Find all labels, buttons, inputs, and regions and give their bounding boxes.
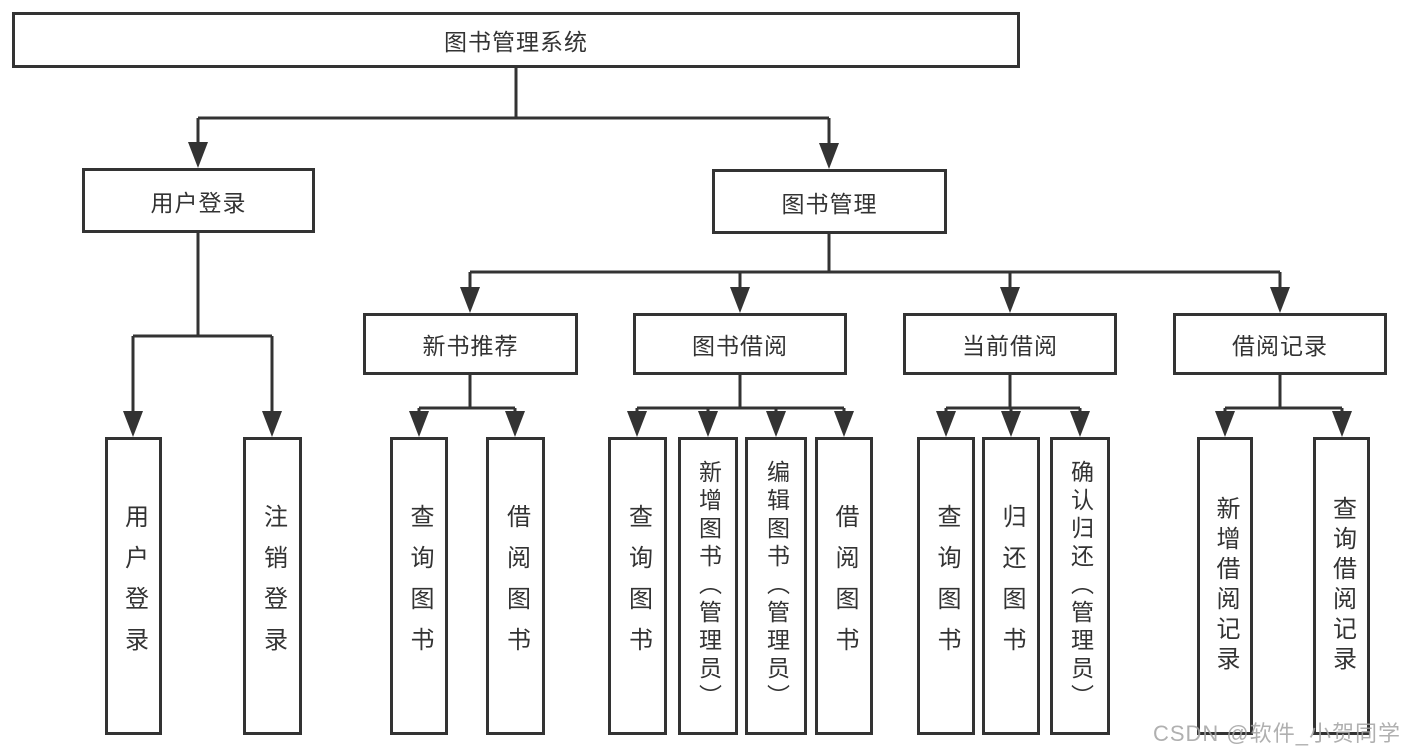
arrowhead <box>819 143 839 169</box>
node-current-borrow: 当前借阅 <box>903 313 1117 375</box>
node-label: 新增借阅记录 <box>1212 496 1239 676</box>
node-label: 用户登录 <box>120 504 148 668</box>
arrowhead <box>262 411 282 437</box>
arrowhead <box>188 142 208 168</box>
node-add-books-admin: 新增图书（管理员） <box>678 437 738 735</box>
node-label: 借阅图书 <box>831 504 858 668</box>
node-label: 借阅图书 <box>502 504 530 668</box>
node-label: 用户登录 <box>150 189 247 216</box>
node-label: 借阅记录 <box>1232 333 1328 359</box>
node-label: 归还图书 <box>998 504 1025 668</box>
arrowhead <box>627 411 647 437</box>
node-add-borrow-record: 新增借阅记录 <box>1197 437 1253 735</box>
node-return-books: 归还图书 <box>982 437 1040 735</box>
node-label: 编辑图书（管理员） <box>763 460 790 712</box>
node-book-borrow: 图书借阅 <box>633 313 847 375</box>
node-label: 查询图书 <box>406 504 433 668</box>
node-label: 图书管理 <box>781 190 878 217</box>
arrowhead <box>1000 287 1020 313</box>
node-label: 当前借阅 <box>962 333 1058 359</box>
node-user-login-branch: 用户登录 <box>82 168 315 233</box>
node-query-books-3: 查询图书 <box>917 437 975 735</box>
node-query-books-2: 查询图书 <box>608 437 667 735</box>
node-query-books-1: 查询图书 <box>390 437 448 735</box>
node-library-management-system: 图书管理系统 <box>12 12 1020 68</box>
arrowhead <box>698 411 718 437</box>
arrowhead <box>1070 411 1090 437</box>
node-query-borrow-record: 查询借阅记录 <box>1313 437 1370 735</box>
node-label: 查询图书 <box>624 504 652 668</box>
node-logout-leaf: 注销登录 <box>243 437 302 735</box>
connector-borrow-record-children <box>1215 375 1352 437</box>
connector-book-management-to-level3 <box>460 234 1290 313</box>
node-new-book-recommend: 新书推荐 <box>363 313 578 375</box>
arrowhead <box>766 411 786 437</box>
arrowhead <box>834 411 854 437</box>
arrowhead <box>730 287 750 313</box>
arrowhead <box>1270 287 1290 313</box>
node-borrow-record: 借阅记录 <box>1173 313 1387 375</box>
node-confirm-return-admin: 确认归还（管理员） <box>1050 437 1110 735</box>
arrowhead <box>409 411 429 437</box>
node-user-login-leaf: 用户登录 <box>105 437 162 735</box>
arrowhead <box>123 411 143 437</box>
connector-new-book-children <box>409 375 525 437</box>
node-edit-books-admin: 编辑图书（管理员） <box>745 437 807 735</box>
node-label: 图书管理系统 <box>444 29 588 55</box>
node-label: 确认归还（管理员） <box>1067 460 1094 712</box>
node-label: 图书借阅 <box>692 333 788 359</box>
arrowhead <box>1001 411 1021 437</box>
node-book-management-branch: 图书管理 <box>712 169 947 234</box>
node-label: 查询借阅记录 <box>1328 496 1356 676</box>
node-label: 新增图书（管理员） <box>695 460 722 712</box>
connector-root-to-level2 <box>188 68 839 169</box>
node-label: 注销登录 <box>259 504 287 668</box>
connector-current-borrow-children <box>936 375 1090 437</box>
node-borrow-books-1: 借阅图书 <box>486 437 545 735</box>
node-label: 查询图书 <box>933 504 960 668</box>
arrowhead <box>460 287 480 313</box>
connector-book-borrow-children <box>627 375 854 437</box>
node-label: 新书推荐 <box>422 333 519 359</box>
node-borrow-books-2: 借阅图书 <box>815 437 873 735</box>
arrowhead <box>1332 411 1352 437</box>
arrowhead <box>936 411 956 437</box>
arrowhead <box>1215 411 1235 437</box>
arrowhead <box>505 411 525 437</box>
csdn-watermark: CSDN @软件_小贺同学 <box>1152 721 1401 746</box>
connector-user-login-children <box>123 233 282 437</box>
